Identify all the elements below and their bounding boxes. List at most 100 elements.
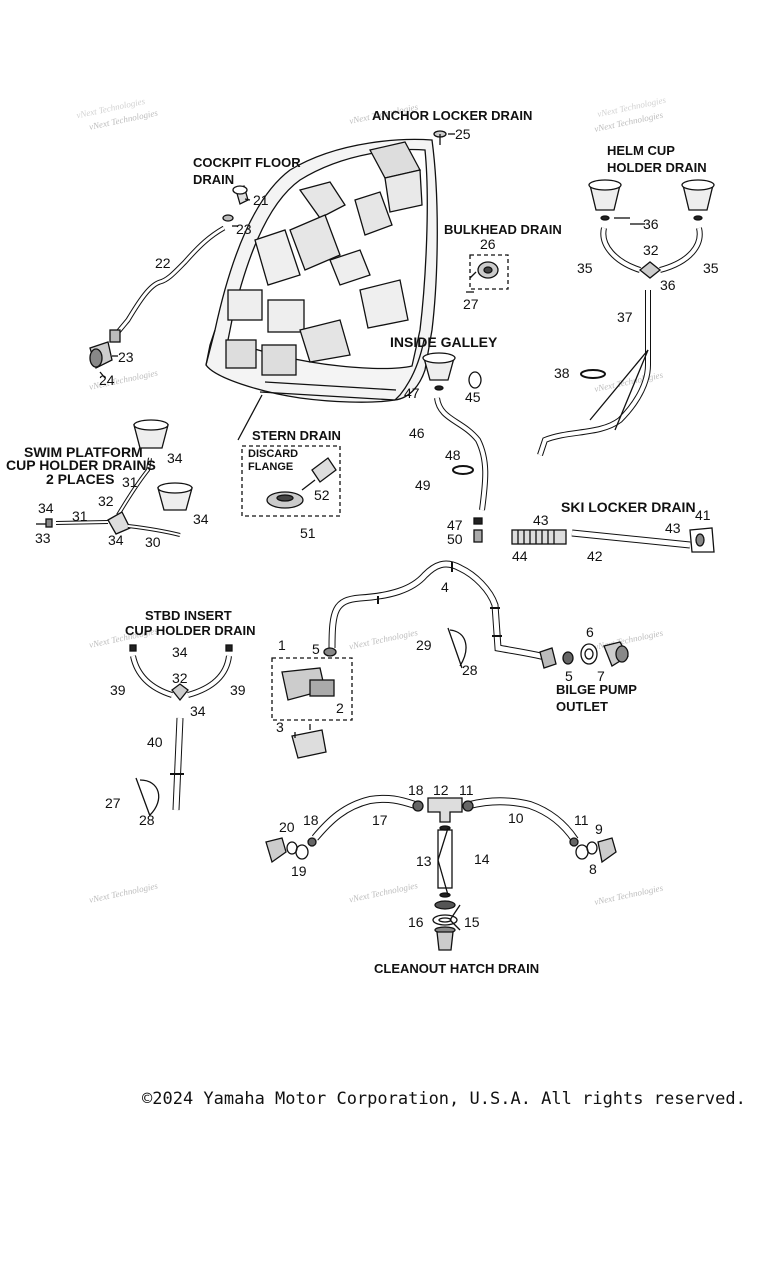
callout-9: 9 — [595, 821, 603, 837]
callout-18: 18 — [408, 782, 424, 798]
callout-34: 34 — [38, 500, 54, 516]
watermark: vNext Technologies — [348, 627, 419, 651]
label-stern-drain: STERN DRAIN — [252, 428, 341, 443]
callout-1: 1 — [278, 637, 286, 653]
callout-8: 8 — [589, 861, 597, 877]
callout-22: 22 — [155, 255, 171, 271]
callout-34: 34 — [172, 644, 188, 660]
label-swim-platform-3: 2 PLACES — [46, 471, 114, 487]
callout-32: 32 — [98, 493, 114, 509]
label-bulkhead-drain: BULKHEAD DRAIN — [444, 222, 562, 237]
callout-6: 6 — [586, 624, 594, 640]
callout-35: 35 — [703, 260, 719, 276]
callout-16: 16 — [408, 914, 424, 930]
callout-49: 49 — [415, 477, 431, 493]
callout-24: 24 — [99, 372, 115, 388]
callout-36: 36 — [643, 216, 659, 232]
label-bilge-pump-outlet: BILGE PUMP — [556, 682, 637, 697]
callout-52: 52 — [314, 487, 330, 503]
callout-34: 34 — [108, 532, 124, 548]
callout-33: 33 — [35, 530, 51, 546]
callout-29: 29 — [416, 637, 432, 653]
boat-hull — [205, 138, 438, 403]
callout-18: 18 — [303, 812, 319, 828]
label-cockpit-floor-drain: COCKPIT FLOOR — [193, 155, 301, 170]
callout-5: 5 — [312, 641, 320, 657]
label-stbd-insert-2: CUP HOLDER DRAIN — [125, 623, 256, 638]
callout-12: 12 — [433, 782, 449, 798]
callout-43: 43 — [665, 520, 681, 536]
label-discard-flange-2: FLANGE — [248, 461, 293, 473]
label-cockpit-floor-drain-2: DRAIN — [193, 172, 234, 187]
stbd-insert-drain-parts — [129, 644, 233, 817]
callout-39: 39 — [230, 682, 246, 698]
stern-drain-parts — [237, 394, 341, 517]
swim-platform-drain-parts — [36, 419, 193, 537]
callout-51: 51 — [300, 525, 316, 541]
anchor-locker-drain-part — [433, 130, 455, 145]
callout-4: 4 — [441, 579, 449, 595]
callout-47: 47 — [404, 385, 420, 401]
callout-5: 5 — [565, 668, 573, 684]
callout-43: 43 — [533, 512, 549, 528]
callout-36: 36 — [660, 277, 676, 293]
callout-27: 27 — [463, 296, 479, 312]
inside-galley-parts — [422, 352, 489, 543]
callout-27: 27 — [105, 795, 121, 811]
callout-23: 23 — [236, 221, 252, 237]
callout-31: 31 — [72, 508, 88, 524]
callout-13: 13 — [416, 853, 432, 869]
callout-15: 15 — [464, 914, 480, 930]
callout-numbers: 25 21 23 22 23 24 36 32 35 35 36 37 38 2… — [35, 126, 719, 930]
bilge-pump-parts — [271, 560, 629, 759]
callout-11: 11 — [459, 782, 474, 798]
callout-42: 42 — [587, 548, 603, 564]
callout-26: 26 — [480, 236, 496, 252]
callout-48: 48 — [445, 447, 461, 463]
callout-7: 7 — [597, 668, 605, 684]
callout-23: 23 — [118, 349, 134, 365]
label-inside-galley: INSIDE GALLEY — [390, 334, 498, 350]
callout-17: 17 — [372, 812, 388, 828]
callout-34: 34 — [167, 450, 183, 466]
callout-41: 41 — [695, 507, 711, 523]
callout-40: 40 — [147, 734, 163, 750]
callout-31: 31 — [122, 474, 138, 490]
callout-19: 19 — [291, 863, 307, 879]
watermark: vNext Technologies — [593, 628, 664, 652]
label-helm-cup-holder-drain-2: HOLDER DRAIN — [607, 160, 707, 175]
callout-2: 2 — [336, 700, 344, 716]
callout-37: 37 — [617, 309, 633, 325]
callout-30: 30 — [145, 534, 161, 550]
callout-32: 32 — [172, 670, 188, 686]
callout-38: 38 — [554, 365, 570, 381]
callout-34: 34 — [193, 511, 209, 527]
callout-46: 46 — [409, 425, 425, 441]
callout-35: 35 — [577, 260, 593, 276]
callout-28: 28 — [139, 812, 155, 828]
callout-45: 45 — [465, 389, 481, 405]
callout-3: 3 — [276, 719, 284, 735]
callout-25: 25 — [455, 126, 471, 142]
cockpit-floor-drain-parts — [89, 185, 251, 379]
label-swim-platform: SWIM PLATFORM — [24, 444, 143, 460]
callout-44: 44 — [512, 548, 528, 564]
watermark: vNext Technologies — [88, 880, 159, 904]
callout-47: 47 — [447, 517, 463, 533]
helm-cup-holder-drain-parts — [537, 179, 715, 456]
callout-10: 10 — [508, 810, 524, 826]
label-helm-cup-holder-drain: HELM CUP — [607, 143, 675, 158]
label-swim-platform-2: CUP HOLDER DRAINS — [6, 457, 156, 473]
label-ski-locker-drain: SKI LOCKER DRAIN — [561, 499, 696, 515]
label-cleanout-hatch-drain: CLEANOUT HATCH DRAIN — [374, 961, 539, 976]
label-discard-flange: DISCARD — [248, 448, 298, 460]
callout-39: 39 — [110, 682, 126, 698]
callout-50: 50 — [447, 531, 463, 547]
cleanout-hatch-drain-parts — [265, 794, 617, 951]
callout-11: 11 — [574, 812, 589, 828]
watermark: vNext Technologies — [593, 883, 664, 907]
copyright-text: ©2024 Yamaha Motor Corporation, U.S.A. A… — [142, 1089, 746, 1109]
label-anchor-locker-drain: ANCHOR LOCKER DRAIN — [372, 108, 532, 123]
callout-21: 21 — [253, 192, 269, 208]
